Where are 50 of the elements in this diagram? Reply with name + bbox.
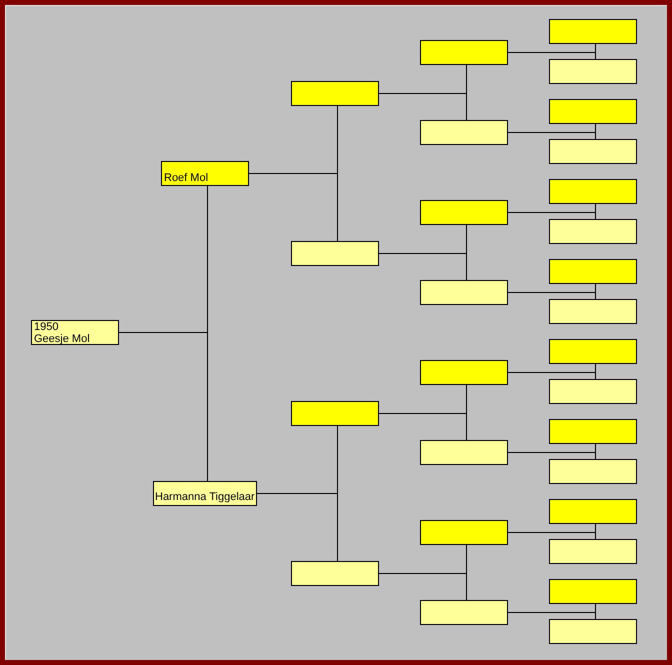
person-box: [549, 459, 637, 484]
connector-line: [378, 573, 467, 600]
connector-line: [508, 132, 596, 140]
connector-line: [508, 452, 596, 460]
person-label: Harmanna Tiggelaar: [155, 491, 255, 503]
person-box: [549, 339, 637, 364]
person-box: [420, 40, 508, 65]
connector-line: [248, 173, 338, 242]
connector-line: [256, 493, 338, 562]
person-box: [291, 401, 379, 426]
person-box: [549, 579, 637, 604]
connector-line: [508, 52, 596, 60]
connector-line: [508, 532, 596, 540]
person-box: [420, 200, 508, 225]
connector-line: [508, 212, 596, 220]
person-box: [549, 539, 637, 564]
person-box: [549, 99, 637, 124]
connector-line: [508, 612, 596, 620]
connector-line: [508, 292, 596, 300]
person-box: [549, 219, 637, 244]
person-box: [549, 179, 637, 204]
person-box: [420, 600, 508, 625]
person-label: Geesje Mol: [34, 333, 91, 345]
person-box: [31, 320, 119, 345]
person-box: [549, 379, 637, 404]
person-label: Roef Mol: [164, 172, 210, 184]
person-box: [420, 280, 508, 305]
person-box: [549, 419, 637, 444]
person-box: [549, 259, 637, 284]
person-box: [153, 481, 257, 506]
person-box: [420, 440, 508, 465]
person-box: [420, 120, 508, 145]
person-box: [549, 59, 637, 84]
person-box: [549, 19, 637, 44]
person-label: 1950: [34, 321, 60, 333]
person-box: [420, 520, 508, 545]
person-box: [549, 499, 637, 524]
connector-line: [378, 93, 467, 120]
person-box: [420, 360, 508, 385]
person-box: [549, 299, 637, 324]
connector-line: [118, 332, 208, 482]
person-box: [161, 161, 249, 186]
person-box: [549, 619, 637, 644]
connector-line: [378, 413, 467, 440]
person-box: [291, 81, 379, 106]
person-box: [291, 561, 379, 586]
person-box: [291, 241, 379, 266]
connector-line: [378, 253, 467, 280]
person-box: [549, 139, 637, 164]
connector-line: [508, 372, 596, 380]
